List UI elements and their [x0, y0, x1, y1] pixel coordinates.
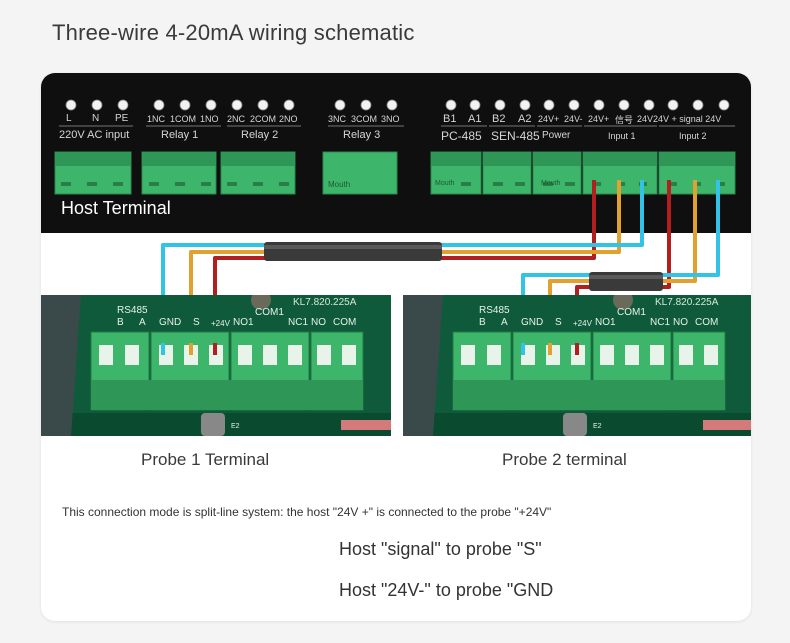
probe1-24v: +24V [211, 319, 230, 328]
label-3com: 3COM [351, 114, 378, 124]
screw-hole [91, 99, 103, 111]
probe2-a: A [501, 317, 508, 328]
label-pe: PE [115, 113, 129, 124]
probe1-no1: NO1 [233, 317, 254, 328]
probe2-no1: NO1 [595, 317, 616, 328]
screw-hole [643, 99, 655, 111]
label-input1-signal: 信号 [615, 115, 634, 125]
probe1-gnd: GND [159, 317, 182, 328]
label-input1-pos: 24V+ [588, 114, 610, 124]
probe1-b: B [117, 317, 124, 328]
cable-sheath-probe1 [264, 242, 442, 261]
host-terminal-label: Host Terminal [61, 198, 171, 218]
host-panel: L N PE 1NC 1COM 1NO 2NC 2COM 2NO 3NC 3CO… [41, 73, 751, 233]
screw-hole [469, 99, 481, 111]
probe1-rs485: RS485 [117, 305, 148, 316]
label-a1: A1 [468, 113, 482, 125]
label-2nc: 2NC [227, 114, 246, 124]
probe1-nc1: NC1 [288, 317, 309, 328]
probe1-com: COM [333, 317, 357, 328]
probe2-24v: +24V [573, 319, 592, 328]
probe2-gnd: GND [521, 317, 544, 328]
label-2com: 2COM [250, 114, 277, 124]
screw-hole [334, 99, 346, 111]
host-terminal-drawing [54, 99, 736, 195]
probe2-e2: E2 [593, 423, 602, 430]
screw-hole [519, 99, 531, 111]
probe1-no: NO [311, 317, 326, 328]
group-label-relay1: Relay 1 [161, 129, 199, 141]
screw-hole [445, 99, 457, 111]
label-l: L [66, 113, 72, 124]
probe2-no: NO [673, 317, 688, 328]
screw-hole [593, 99, 605, 111]
connector-relay3 [322, 151, 398, 195]
label-power-pos: 24V+ [538, 114, 560, 124]
label-1no: 1NO [200, 114, 219, 124]
probe2-com: COM [695, 317, 719, 328]
connector-text-pc485: Mouth [435, 180, 455, 187]
instruction-ground: Host "24V-" to probe "GND [339, 580, 554, 600]
connection-note: This connection mode is split-line syste… [62, 505, 552, 519]
probe2-model: KL7.820.225A [655, 297, 719, 308]
connector-text-power: Mouth [541, 180, 561, 187]
label-b1: B1 [443, 113, 457, 125]
group-label-relay2: Relay 2 [241, 129, 279, 141]
probe2-nc1: NC1 [650, 317, 671, 328]
screw-hole [205, 99, 217, 111]
probe2-com1: COM1 [617, 307, 646, 318]
probe1-model: KL7.820.225A [293, 297, 357, 308]
label-3nc: 3NC [328, 114, 347, 124]
screw-hole [718, 99, 730, 111]
group-label-input2: Input 2 [679, 131, 707, 141]
probe1-s: S [193, 317, 200, 328]
group-label-pc485: PC-485 [441, 129, 482, 143]
probe1-com1: COM1 [255, 307, 284, 318]
probe2-b: B [479, 317, 486, 328]
schematic-card: L N PE 1NC 1COM 1NO 2NC 2COM 2NO 3NC 3CO… [41, 73, 751, 621]
label-3no: 3NO [381, 114, 400, 124]
screw-hole [667, 99, 679, 111]
screw-hole [283, 99, 295, 111]
label-input2-terminals: 24V24V + signal 24V [637, 114, 722, 124]
screw-hole [386, 99, 398, 111]
probe1-terminal-image: KL7.820.225A RS485 B A GND S +24V NO1 CO… [41, 295, 391, 436]
probe1-a: A [139, 317, 146, 328]
cable-sheath-probe2 [589, 272, 663, 291]
probe2-caption: Probe 2 terminal [502, 450, 627, 469]
page-title: Three-wire 4-20mA wiring schematic [52, 20, 415, 45]
screw-hole [494, 99, 506, 111]
wire-ends-layer [161, 343, 579, 355]
screw-hole [231, 99, 243, 111]
probe1-e2: E2 [231, 423, 240, 430]
label-2no: 2NO [279, 114, 298, 124]
instruction-signal: Host "signal" to probe "S" [339, 539, 542, 559]
probe2-s: S [555, 317, 562, 328]
group-label-relay3: Relay 3 [343, 129, 381, 141]
screw-hole [618, 99, 630, 111]
screw-hole [257, 99, 269, 111]
screw-hole [360, 99, 372, 111]
group-label-power: Power [542, 130, 571, 141]
screw-hole [179, 99, 191, 111]
screw-hole [153, 99, 165, 111]
screw-hole [543, 99, 555, 111]
label-a2: A2 [518, 113, 532, 125]
screw-hole [568, 99, 580, 111]
label-b2: B2 [492, 113, 506, 125]
group-label-input1: Input 1 [608, 131, 636, 141]
group-label-ac: 220V AC input [59, 129, 130, 141]
label-n: N [92, 113, 100, 124]
probe1-caption: Probe 1 Terminal [141, 450, 270, 469]
screw-hole [692, 99, 704, 111]
label-power-neg: 24V- [564, 114, 583, 124]
probe2-terminal-image: KL7.820.225A RS485 B A GND S +24V NO1 CO… [403, 295, 751, 436]
label-1com: 1COM [170, 114, 197, 124]
probe2-rs485: RS485 [479, 305, 510, 316]
screw-hole [117, 99, 129, 111]
connector-text-relay3: Mouth [328, 180, 351, 189]
screw-hole [65, 99, 77, 111]
group-label-sen485: SEN-485 [491, 129, 540, 143]
label-1nc: 1NC [147, 114, 166, 124]
